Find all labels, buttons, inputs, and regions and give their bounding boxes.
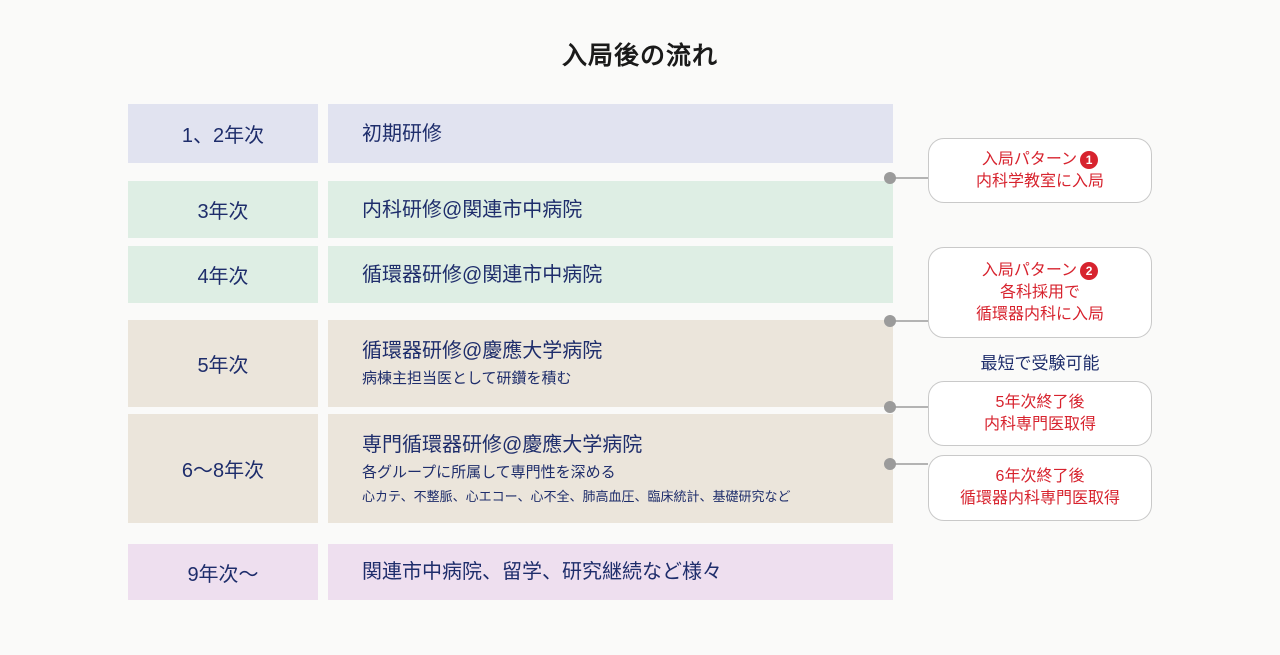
callout-line: 6年次終了後 bbox=[995, 468, 1085, 485]
number-2-badge-icon: 2 bbox=[1080, 261, 1099, 280]
row-sub-text: 病棟主担当医として研鑽を積む bbox=[362, 370, 572, 387]
row-main-text: 初期研修 bbox=[362, 122, 442, 145]
timeline-row-year3: 3年次 内科研修@関連市中病院 bbox=[128, 181, 893, 238]
callout-line: 循環器内科に入局 bbox=[975, 305, 1104, 323]
year-label: 3年次 bbox=[128, 181, 318, 238]
page-title: 入局後の流れ bbox=[561, 42, 718, 70]
year-label: 9年次〜 bbox=[128, 544, 318, 600]
row-main-text: 循環器研修@関連市中病院 bbox=[362, 263, 603, 286]
year-label: 6〜8年次 bbox=[128, 414, 318, 523]
row-content: 関連市中病院、留学、研究継続など様々 bbox=[328, 544, 893, 600]
connector-line-1 bbox=[893, 177, 928, 179]
row-content: 初期研修 bbox=[328, 104, 893, 163]
row-content: 循環器研修@慶應大学病院 病棟主担当医として研鑽を積む bbox=[328, 320, 893, 407]
timeline-row-year9plus: 9年次〜 関連市中病院、留学、研究継続など様々 bbox=[128, 544, 893, 600]
connector-dot-1 bbox=[884, 172, 896, 184]
year-label: 4年次 bbox=[128, 246, 318, 303]
callout-title: 入局パターン bbox=[981, 261, 1078, 279]
row-detail-text: 心カテ、不整脈、心エコー、心不全、肺高血圧、臨床統計、基礎研究など bbox=[362, 489, 791, 504]
number-1-badge-icon: 1 bbox=[1080, 150, 1099, 169]
year-label: 1、2年次 bbox=[128, 104, 318, 163]
callout-cardiology-cert: 6年次終了後 循環器内科専門医取得 bbox=[928, 455, 1152, 521]
callout-title-row: 入局パターン 2 bbox=[981, 260, 1099, 282]
row-sub-text: 各グループに所属して専門性を深める bbox=[362, 464, 616, 481]
timeline-row-year4: 4年次 循環器研修@関連市中病院 bbox=[128, 246, 893, 303]
connector-dot-4 bbox=[884, 458, 896, 470]
timeline-row-year1-2: 1、2年次 初期研修 bbox=[128, 104, 893, 163]
row-content: 循環器研修@関連市中病院 bbox=[328, 246, 893, 303]
callout-line: 各科採用で bbox=[999, 283, 1080, 301]
timeline-row-year6-8: 6〜8年次 専門循環器研修@慶應大学病院 各グループに所属して専門性を深める 心… bbox=[128, 414, 893, 523]
row-content: 専門循環器研修@慶應大学病院 各グループに所属して専門性を深める 心カテ、不整脈… bbox=[328, 414, 893, 523]
callout-line: 5年次終了後 bbox=[995, 393, 1085, 411]
connector-dot-2 bbox=[884, 315, 896, 327]
connector-line-3 bbox=[893, 406, 928, 408]
row-main-text: 専門循環器研修@慶應大学病院 bbox=[362, 434, 643, 456]
side-note: 最短で受験可能 bbox=[980, 354, 1100, 373]
year-label: 5年次 bbox=[128, 320, 318, 407]
connector-dot-3 bbox=[884, 401, 896, 413]
callout-line: 内科学教室に入局 bbox=[975, 172, 1104, 190]
callout-line: 循環器内科専門医取得 bbox=[959, 490, 1120, 507]
row-content: 内科研修@関連市中病院 bbox=[328, 181, 893, 238]
connector-line-2 bbox=[893, 320, 928, 322]
callout-pattern-1: 入局パターン 1 内科学教室に入局 bbox=[928, 138, 1152, 203]
timeline-row-year5: 5年次 循環器研修@慶應大学病院 病棟主担当医として研鑽を積む bbox=[128, 320, 893, 407]
callout-pattern-2: 入局パターン 2 各科採用で 循環器内科に入局 bbox=[928, 247, 1152, 338]
connector-line-4 bbox=[893, 463, 928, 465]
row-main-text: 内科研修@関連市中病院 bbox=[362, 198, 583, 221]
callout-internal-medicine-cert: 5年次終了後 内科専門医取得 bbox=[928, 381, 1152, 446]
row-main-text: 関連市中病院、留学、研究継続など様々 bbox=[362, 561, 722, 583]
callout-line: 内科専門医取得 bbox=[983, 415, 1096, 433]
callout-title-row: 入局パターン 1 bbox=[981, 149, 1099, 171]
row-main-text: 循環器研修@慶應大学病院 bbox=[362, 340, 603, 362]
callout-title: 入局パターン bbox=[981, 150, 1078, 168]
